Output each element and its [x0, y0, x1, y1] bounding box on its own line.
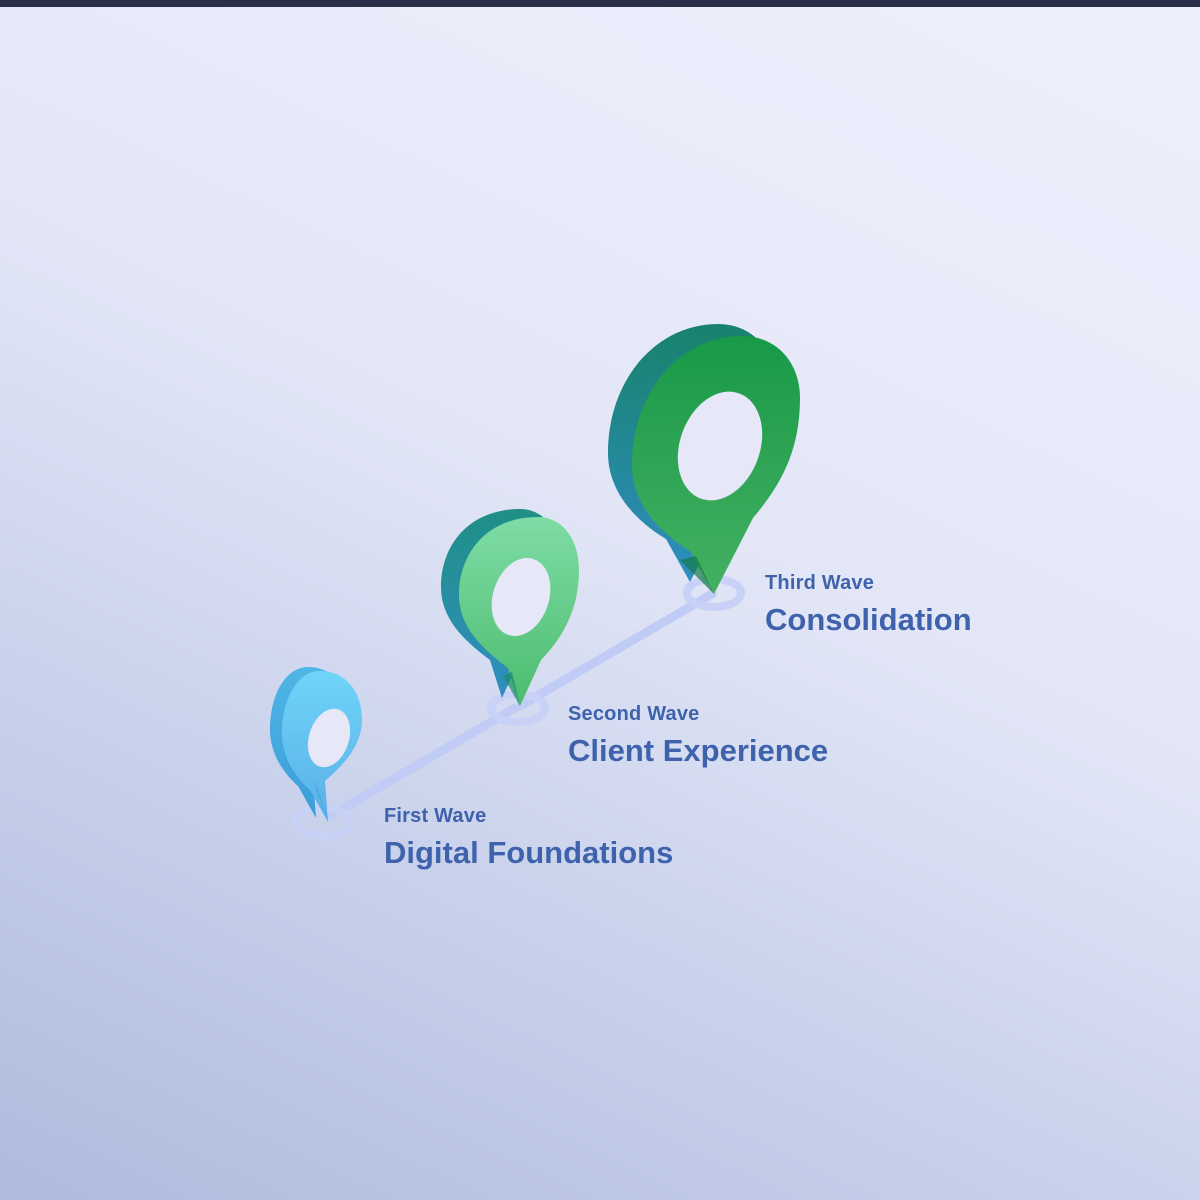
wave-label-first: First Wave Digital Foundations — [384, 804, 673, 872]
wave-kicker: First Wave — [384, 805, 487, 827]
path-segment-1-2 — [325, 703, 520, 821]
wave-kicker: Second Wave — [568, 703, 700, 725]
wave-label-second: Second Wave Client Experience — [568, 702, 828, 770]
wave-label-third: Third Wave Consolidation — [765, 571, 972, 639]
wave-kicker: Third Wave — [765, 572, 875, 594]
path-segment-2-3 — [515, 589, 717, 711]
wave-title: Consolidation — [765, 602, 972, 637]
location-pin-icon — [441, 509, 579, 706]
top-bar — [0, 0, 1200, 7]
location-pin-icon — [608, 324, 800, 594]
wave-title: Client Experience — [568, 733, 829, 768]
wave-title: Digital Foundations — [384, 835, 674, 870]
location-pin-icon — [270, 667, 362, 822]
